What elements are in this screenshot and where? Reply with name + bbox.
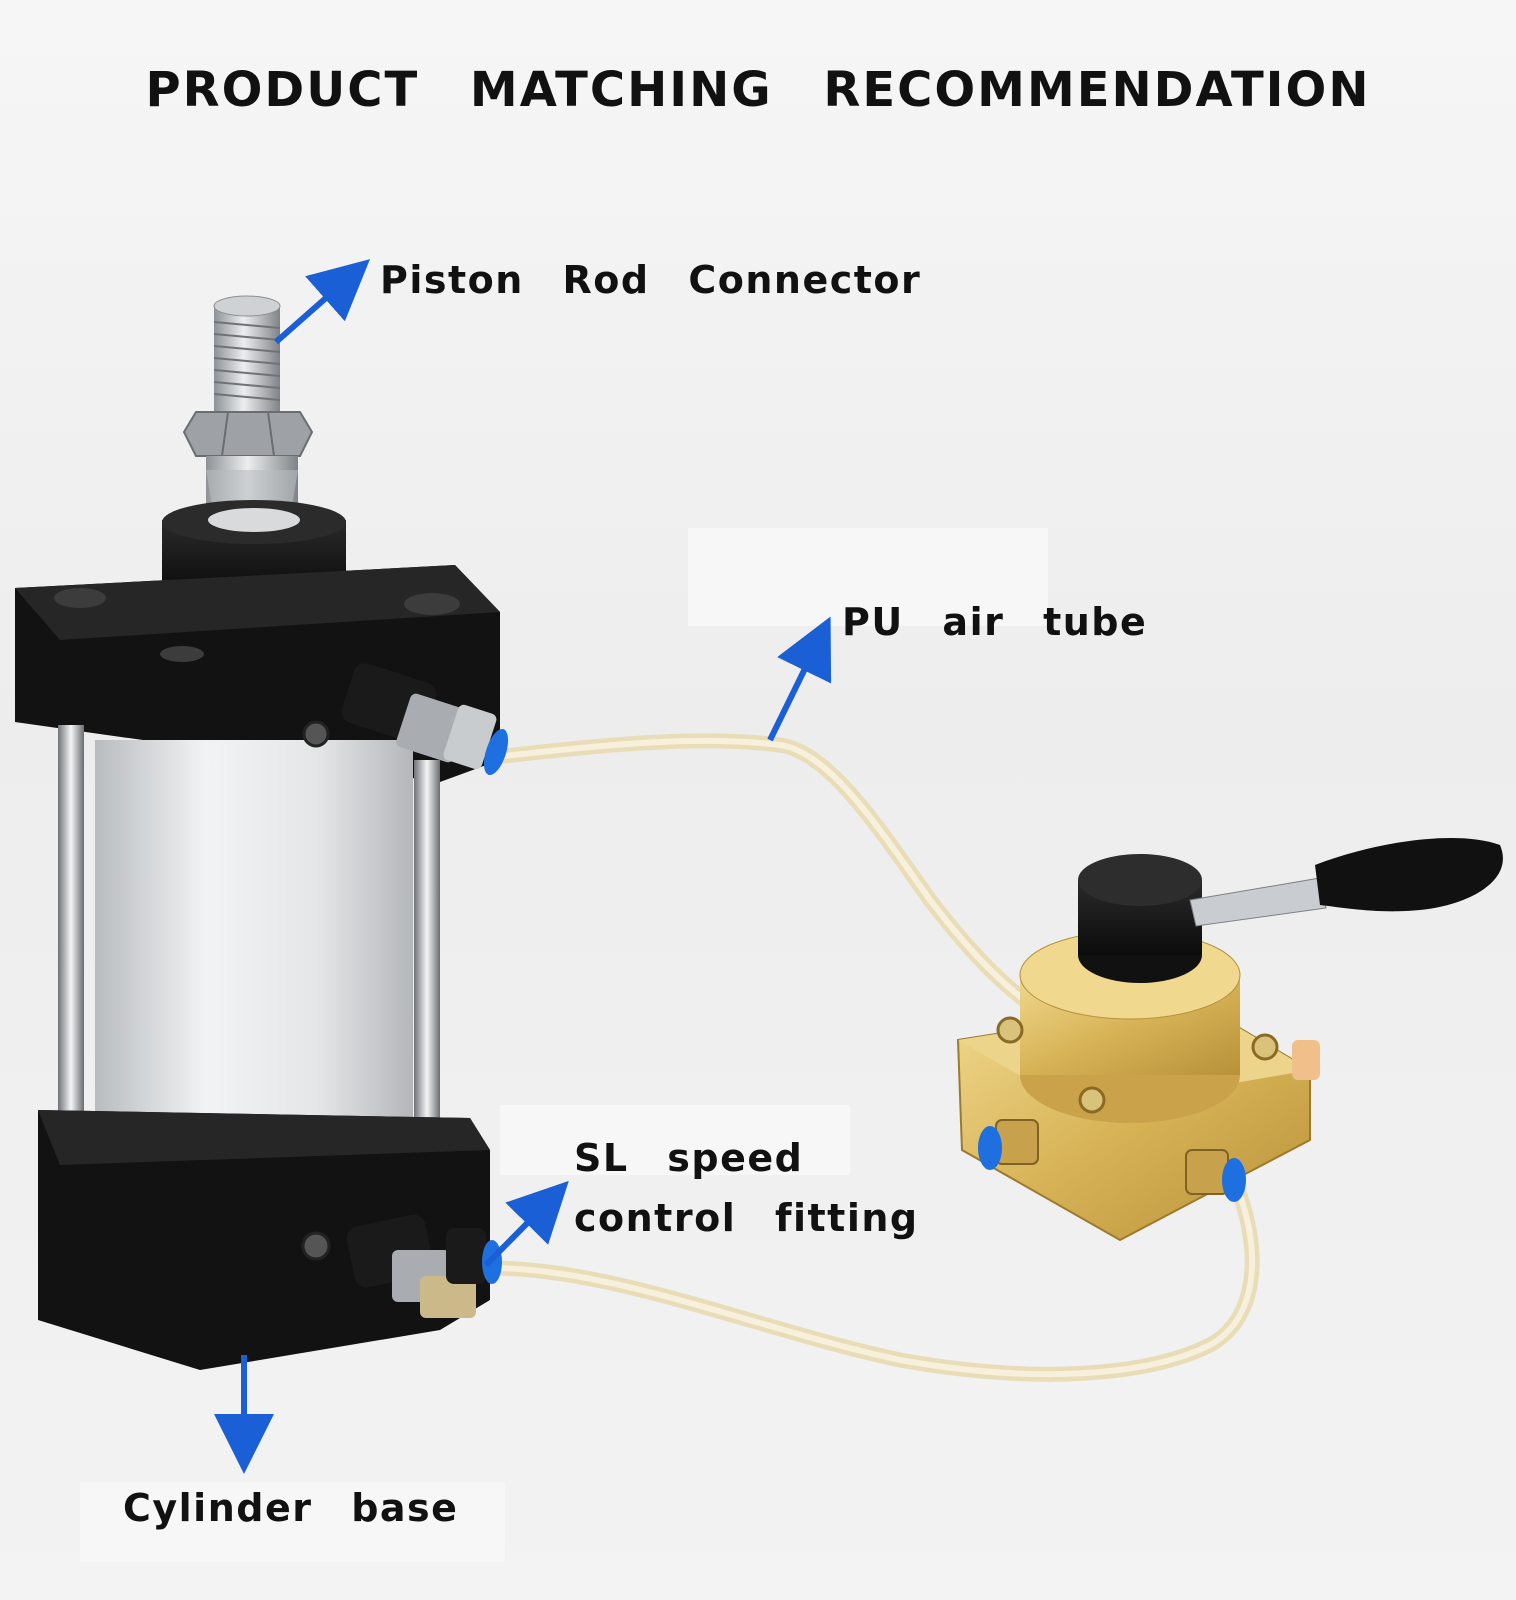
bottom-speed-control-fitting <box>346 1214 502 1318</box>
cylinder-base-label: Cylinder base <box>123 1486 459 1530</box>
sl-label-backdrop <box>500 1105 850 1175</box>
hand-lever-valve <box>956 837 1503 1242</box>
pneumatic-cylinder <box>15 500 500 1370</box>
arrow-sl-fitting <box>483 1180 569 1268</box>
arrow-piston-rod <box>274 259 371 345</box>
pu-tube-upper <box>497 733 1048 1020</box>
sl-speed-label-line2: control fitting <box>574 1196 919 1240</box>
arrow-pu-tube <box>767 616 832 742</box>
page-title: PRODUCT MATCHING RECOMMENDATION <box>145 62 1371 118</box>
pu-label-backdrop <box>688 528 1048 626</box>
sl-speed-label-line1: SL speed <box>574 1136 804 1180</box>
base-label-backdrop <box>80 1482 505 1562</box>
piston-rod-connector-label: Piston Rod Connector <box>380 258 922 302</box>
pu-air-tube-label: PU air tube <box>842 600 1148 644</box>
top-speed-control-fitting <box>341 663 509 776</box>
